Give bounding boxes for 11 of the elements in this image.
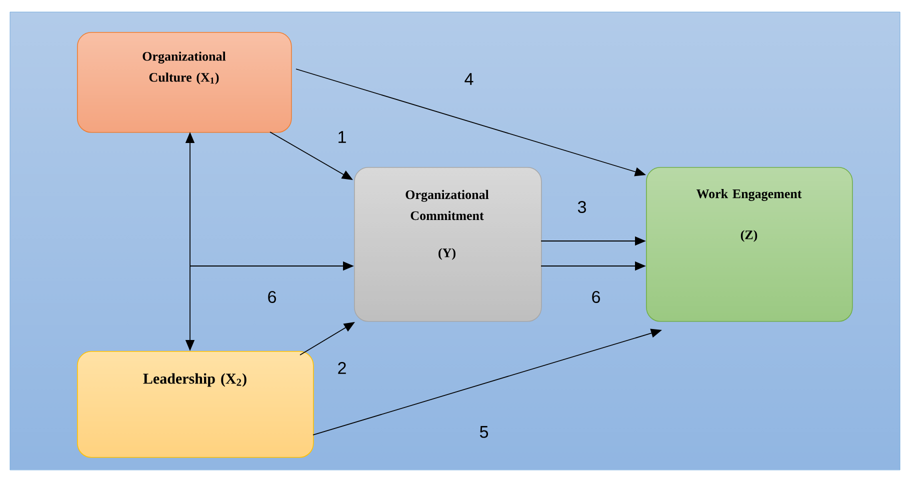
edge-label: 2 xyxy=(338,362,346,374)
edge-label: 6 xyxy=(268,290,276,304)
edge-label: 5 xyxy=(480,426,488,438)
process-box: Work Engagement (Z) xyxy=(646,167,853,322)
edge-label: 6 xyxy=(592,290,600,304)
edge-label: 3 xyxy=(578,200,586,214)
edge-label: 4 xyxy=(464,73,474,85)
edge-label: 1 xyxy=(338,131,346,143)
process-box: Organizational Commitment (Y) xyxy=(354,167,542,322)
process-box: Organizational Culture (X$_{1}$) xyxy=(77,32,292,133)
process-box: Leadership (X$_{2}$) xyxy=(77,351,314,458)
